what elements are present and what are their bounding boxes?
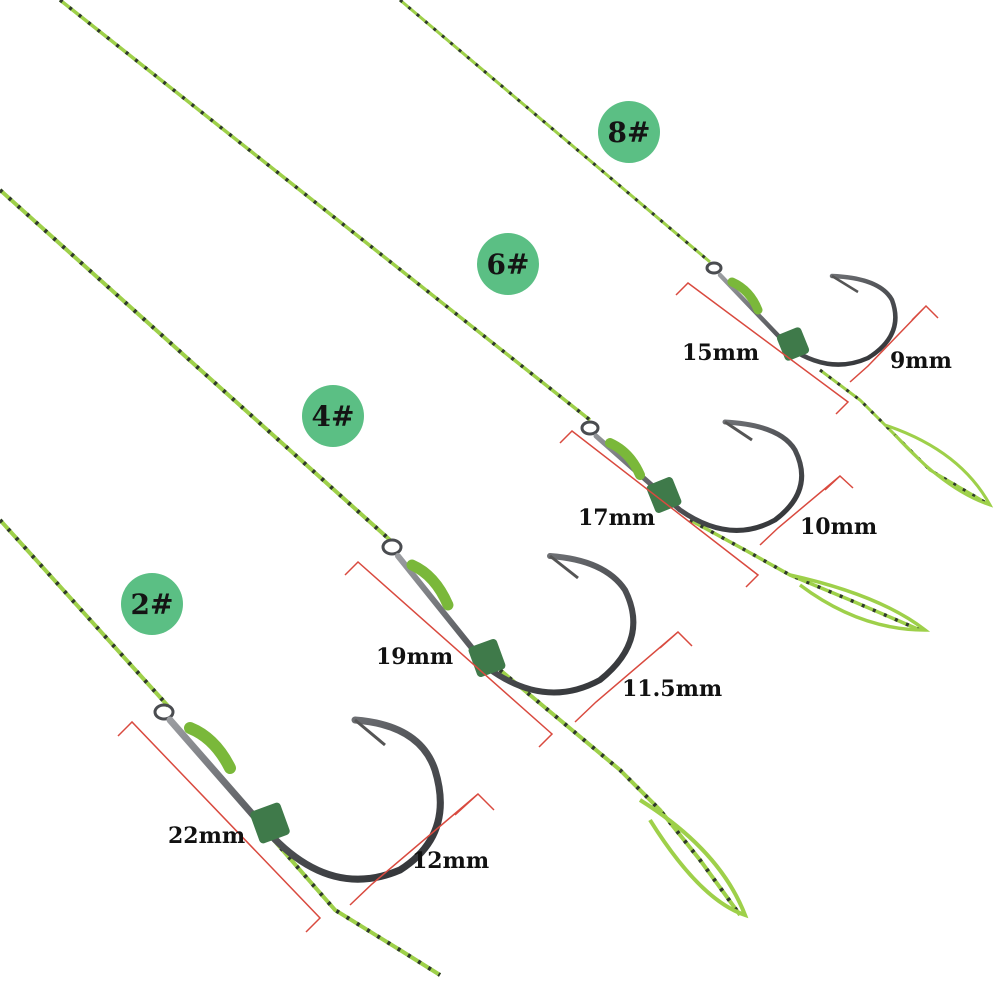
dimension-markers [559,430,854,588]
size-badge-6: 6# [477,233,539,295]
shank-length-label-8: 15mm [682,340,760,366]
gap-width-label-6: 10mm [800,514,878,540]
leader-line [0,188,749,919]
hook-eye [705,261,723,275]
hook-barb [831,274,859,294]
shank-length-label-2: 22mm [168,823,246,849]
knot-wrap [605,438,645,480]
hook-body [717,272,898,367]
leader-line [399,0,994,508]
hook-body [395,553,637,696]
hook-eye [580,420,600,436]
hook-6-rig [58,0,931,632]
hook-body [166,716,444,883]
leader-line [58,0,931,632]
knot-wrap [184,722,236,774]
knot-wrap [406,559,454,611]
line-aligner-sleeve [776,327,810,361]
shank-length-label-4: 19mm [376,644,454,670]
leader-line [0,518,442,977]
shank-length-label-6: 17mm [578,505,656,531]
hook-barb [724,420,753,442]
knot-wrap [727,277,763,315]
hook-body [593,419,805,533]
dimension-markers [344,560,693,748]
hook-barb [549,554,579,580]
gap-width-label-8: 9mm [890,348,952,374]
hook-eye [153,703,175,721]
hook-8-rig [399,0,994,508]
hook-4-rig [0,188,749,919]
size-badge-8: 8# [598,101,660,163]
hook-eye [381,538,403,556]
line-aligner-sleeve [646,477,682,513]
size-badge-4: 4# [302,385,364,447]
line-aligner-sleeve [250,802,290,844]
hook-2-rig [0,518,495,977]
gap-width-label-4: 11.5mm [622,676,723,702]
dimension-markers [117,720,495,933]
dimension-markers [675,282,939,415]
hook-barb [354,718,386,747]
gap-width-label-2: 12mm [412,848,490,874]
size-badge-2: 2# [121,573,183,635]
